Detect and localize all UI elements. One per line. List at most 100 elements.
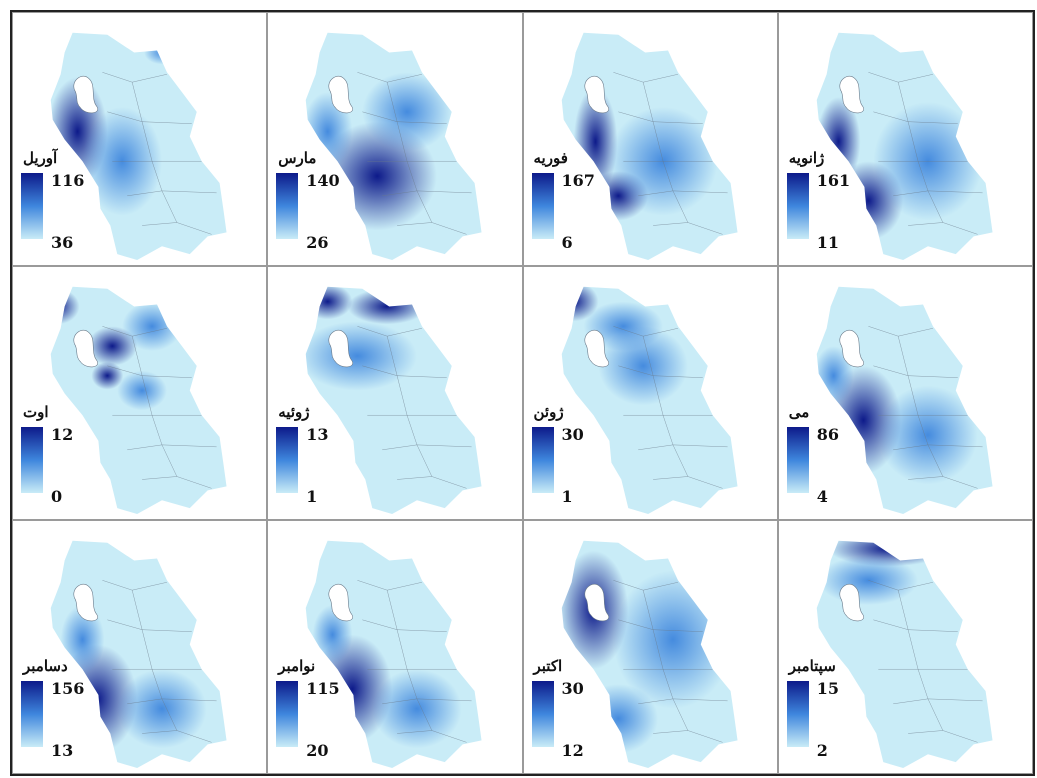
province-border xyxy=(131,82,178,223)
legend-max-value: 167 xyxy=(561,171,595,190)
month-label: می xyxy=(788,403,810,421)
intensity-blob xyxy=(50,288,80,325)
legend-color-bar xyxy=(276,681,299,747)
intensity-blob xyxy=(347,288,428,325)
month-label: دسامبر xyxy=(23,657,68,675)
legend-gradient xyxy=(21,173,43,239)
legend-max-value: 30 xyxy=(561,679,584,698)
province-border xyxy=(102,580,167,591)
intensity-blob xyxy=(117,370,167,411)
month-label: فوریه xyxy=(533,149,568,167)
province-border xyxy=(387,82,433,223)
map-panel-november: نوامبر 115 20 xyxy=(267,520,523,774)
legend-min-value: 13 xyxy=(51,741,74,760)
precipitation-map-june xyxy=(561,286,738,515)
intensity-blob xyxy=(597,326,688,406)
legend-color-bar xyxy=(531,427,554,493)
legend-max-value: 115 xyxy=(306,679,340,698)
lake xyxy=(839,75,864,114)
legend-min-value: 1 xyxy=(561,487,573,506)
lake xyxy=(583,75,609,114)
precipitation-map-november xyxy=(305,540,482,769)
province-border xyxy=(868,580,933,591)
province-border xyxy=(897,590,943,731)
map-panel-july: ژوئیه 13 1 xyxy=(267,266,523,520)
precipitation-map-january xyxy=(816,32,993,261)
intensity-blob xyxy=(144,40,180,65)
month-label: اکتبر xyxy=(533,657,563,675)
map-panel-may: می 86 4 xyxy=(777,266,1033,520)
precipitation-map-august xyxy=(50,286,227,515)
legend-min-value: 6 xyxy=(561,233,573,252)
map-panel-march: مارس 140 26 xyxy=(267,12,523,266)
month-label: ژوئیه xyxy=(278,403,310,421)
month-label: ژانویه xyxy=(788,149,825,167)
lake xyxy=(583,329,609,368)
legend-gradient xyxy=(786,681,809,747)
intensity-blob xyxy=(117,669,207,749)
legend-min-value: 0 xyxy=(51,487,63,506)
map-panel-january: ژانویه 161 11 xyxy=(777,12,1033,266)
legend-gradient xyxy=(21,427,43,493)
province-border xyxy=(387,336,433,477)
intensity-blob xyxy=(91,361,124,390)
legend-gradient xyxy=(21,681,43,747)
legend-color-bar xyxy=(786,173,809,239)
map-panel-february: فوریه 167 6 xyxy=(522,12,778,266)
map-panel-august: اوت 12 0 xyxy=(12,266,268,520)
legend-color-bar xyxy=(276,173,299,239)
lake xyxy=(73,75,98,114)
legend-gradient xyxy=(786,427,809,493)
province-border xyxy=(897,82,943,223)
province-border xyxy=(907,222,978,235)
intensity-blob xyxy=(122,301,182,351)
intensity-blob xyxy=(372,669,462,749)
map-panel-october: اکتبر 30 12 xyxy=(522,520,778,774)
month-label: آوریل xyxy=(23,149,58,167)
legend-gradient xyxy=(531,427,554,493)
legend-color-bar xyxy=(531,681,554,747)
precipitation-map-october xyxy=(561,540,738,769)
precipitation-map-september xyxy=(816,540,993,769)
precipitation-map-february xyxy=(561,32,738,261)
lake xyxy=(328,583,354,622)
month-label: ژوئن xyxy=(533,403,564,421)
month-label: سپتامبر xyxy=(788,657,836,675)
intensity-field xyxy=(305,286,472,489)
map-panel-april: آوریل 116 36 xyxy=(12,12,268,266)
legend-max-value: 30 xyxy=(561,425,584,444)
legend-max-value: 15 xyxy=(816,679,840,698)
precipitation-map-july xyxy=(305,286,482,515)
legend-max-value: 161 xyxy=(816,171,851,190)
legend-color-bar xyxy=(276,427,299,493)
lake xyxy=(73,329,98,368)
map-panel-june: ژوئن 30 1 xyxy=(522,266,778,520)
legend-color-bar xyxy=(21,427,43,493)
legend-gradient xyxy=(276,173,299,239)
legend-color-bar xyxy=(21,173,43,239)
legend-min-value: 2 xyxy=(816,741,828,760)
legend-min-value: 1 xyxy=(306,487,318,506)
intensity-blob xyxy=(878,385,978,485)
legend-color-bar xyxy=(21,681,43,747)
lake xyxy=(328,75,354,114)
legend-gradient xyxy=(276,681,299,747)
province-border xyxy=(131,336,178,477)
province-border xyxy=(652,222,723,235)
map-panel-december: دسامبر 156 13 xyxy=(12,520,268,774)
intensity-blob xyxy=(305,321,418,391)
province-border xyxy=(612,580,678,591)
lake xyxy=(839,329,864,368)
legend-max-value: 86 xyxy=(816,425,840,444)
legend-color-bar xyxy=(531,173,554,239)
legend-gradient xyxy=(276,427,299,493)
province-border xyxy=(387,590,433,731)
province-border xyxy=(642,336,688,477)
legend-gradient xyxy=(531,173,554,239)
intensity-blob xyxy=(362,72,452,152)
province-border xyxy=(131,590,178,731)
lake xyxy=(583,583,609,622)
legend-min-value: 4 xyxy=(816,487,828,506)
legend-min-value: 20 xyxy=(306,741,329,760)
intensity-blob xyxy=(305,286,353,320)
